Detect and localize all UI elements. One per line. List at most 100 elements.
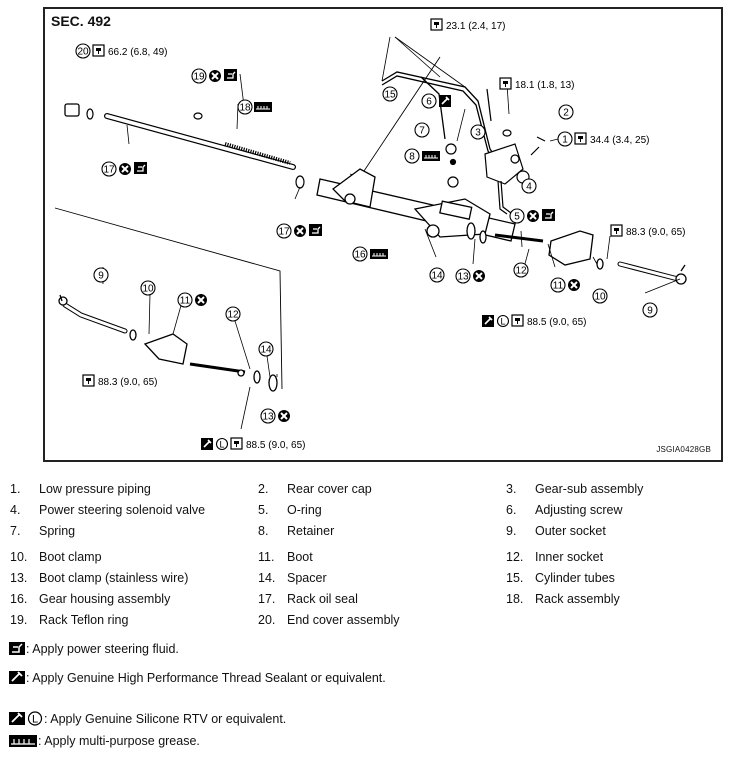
callout-1: 1 [557,131,573,147]
fluid-icon [541,208,556,222]
end-cover-part [64,103,305,189]
svg-text:19: 19 [193,72,205,83]
replace-icon [277,409,291,423]
callout-11a: 11 [550,277,566,293]
section-label: SEC. 492 [51,13,111,29]
fluid-icon [9,642,25,655]
svg-text:15: 15 [384,90,396,101]
svg-text:12: 12 [227,310,239,321]
torque-outer-socket-left: 88.3 (9.0, 65) [98,377,157,388]
grease-icon [369,248,389,260]
callout-9b: 9 [93,267,109,283]
torque-icon [499,77,512,90]
legend-row: 13.Boot clamp (stainless wire) 14.Spacer… [10,570,615,585]
callout-13a: 13 [455,268,471,284]
fluid-icon [223,68,238,82]
callout-13b: 13 [260,408,276,424]
torque-outer-socket-right: 88.3 (9.0, 65) [626,227,685,238]
svg-text:9: 9 [98,271,104,282]
exploded-diagram: SEC. 492 [43,7,723,462]
rtv-icon [496,314,510,328]
torque-inner-socket-right: 88.5 (9.0, 65) [527,317,586,328]
torque-values: 66.2 (6.8, 49) 23.1 (2.4, 17) 18.1 (1.8,… [98,21,685,451]
svg-text:L: L [32,714,38,726]
callout-17a: 17 [101,161,117,177]
torque-icon [230,437,243,450]
svg-text:9: 9 [647,306,653,317]
note-thread-sealant: : Apply Genuine High Performance Thread … [8,670,728,685]
torque-icon [511,314,524,327]
callout-16: 16 [352,246,368,262]
replace-icon [194,293,208,307]
legend-row: 16.Gear housing assembly 17.Rack oil sea… [10,591,620,606]
callout-11b: 11 [177,292,193,308]
svg-text:11: 11 [180,296,191,307]
svg-text:6: 6 [426,97,432,108]
rtv-icon [215,437,229,451]
left-socket-group [58,294,278,392]
legend-row: 19.Rack Teflon ring 20.End cover assembl… [10,612,400,627]
torque-end-cover: 66.2 (6.8, 49) [108,47,167,58]
svg-text:10: 10 [594,292,606,303]
thread-sealant-icon [200,437,214,451]
svg-text:18: 18 [239,103,251,114]
svg-text:2: 2 [563,108,569,119]
callout-9a: 9 [642,302,658,318]
callout-14a: 14 [429,267,445,283]
svg-text:16: 16 [354,250,366,261]
thread-sealant-icon [438,94,452,108]
note-rtv: L : Apply Genuine Silicone RTV or equiva… [8,711,728,726]
callout-19: 19 [191,68,207,84]
callout-14b: 14 [258,341,274,357]
callout-17b: 17 [276,223,292,239]
grease-icon [421,150,441,162]
legend-row: 1.Low pressure piping 2.Rear cover cap 3… [10,481,644,496]
svg-text:14: 14 [431,271,443,282]
svg-text:11: 11 [553,281,564,292]
svg-text:8: 8 [409,152,415,163]
grease-icon [9,735,37,747]
svg-text:13: 13 [457,272,469,283]
callout-7: 7 [414,122,430,138]
torque-icon [610,224,623,237]
torque-icon [82,374,95,387]
callouts: 20 19 18 17 17 16 15 6 7 8 3 2 1 4 5 14 … [75,43,658,424]
replace-icon [472,269,486,283]
callout-12b: 12 [225,306,241,322]
svg-text:12: 12 [515,266,527,277]
torque-low-pressure-piping: 34.4 (3.4, 25) [590,135,649,146]
callout-5: 5 [509,208,525,224]
diagram-drawing: L [54,18,687,451]
thread-sealant-icon [9,671,25,684]
parts-legend: 1.Low pressure piping 2.Rear cover cap 3… [10,478,725,630]
callout-18: 18 [237,99,253,115]
callout-15: 15 [382,86,398,102]
replace-icon [526,209,540,223]
torque-adjusting-screw: 18.1 (1.8, 13) [515,80,574,91]
svg-text:14: 14 [260,345,272,356]
replace-icon [567,278,581,292]
callout-4: 4 [521,178,537,194]
grease-icon [253,101,273,113]
torque-icon [92,44,105,57]
callout-10a: 10 [592,288,608,304]
gear-sub-assembly-part [445,88,546,215]
fluid-icon [308,223,323,237]
rtv-icon: L [27,711,43,726]
svg-text:3: 3 [475,128,481,139]
svg-text:4: 4 [526,182,532,193]
callout-12a: 12 [513,262,529,278]
thread-sealant-icon [9,712,25,725]
torque-icon [574,132,587,145]
svg-text:17: 17 [103,165,115,176]
svg-text:13: 13 [262,412,274,423]
fluid-icon [133,161,148,175]
torque-icon [430,18,443,31]
legend-row: 4.Power steering solenoid valve 5.O-ring… [10,502,623,517]
callout-3: 3 [470,124,486,140]
gear-housing-part [316,168,516,242]
thread-sealant-icon [481,314,495,328]
callout-6: 6 [421,93,437,109]
callout-10b: 10 [140,280,156,296]
svg-text:7: 7 [419,126,425,137]
